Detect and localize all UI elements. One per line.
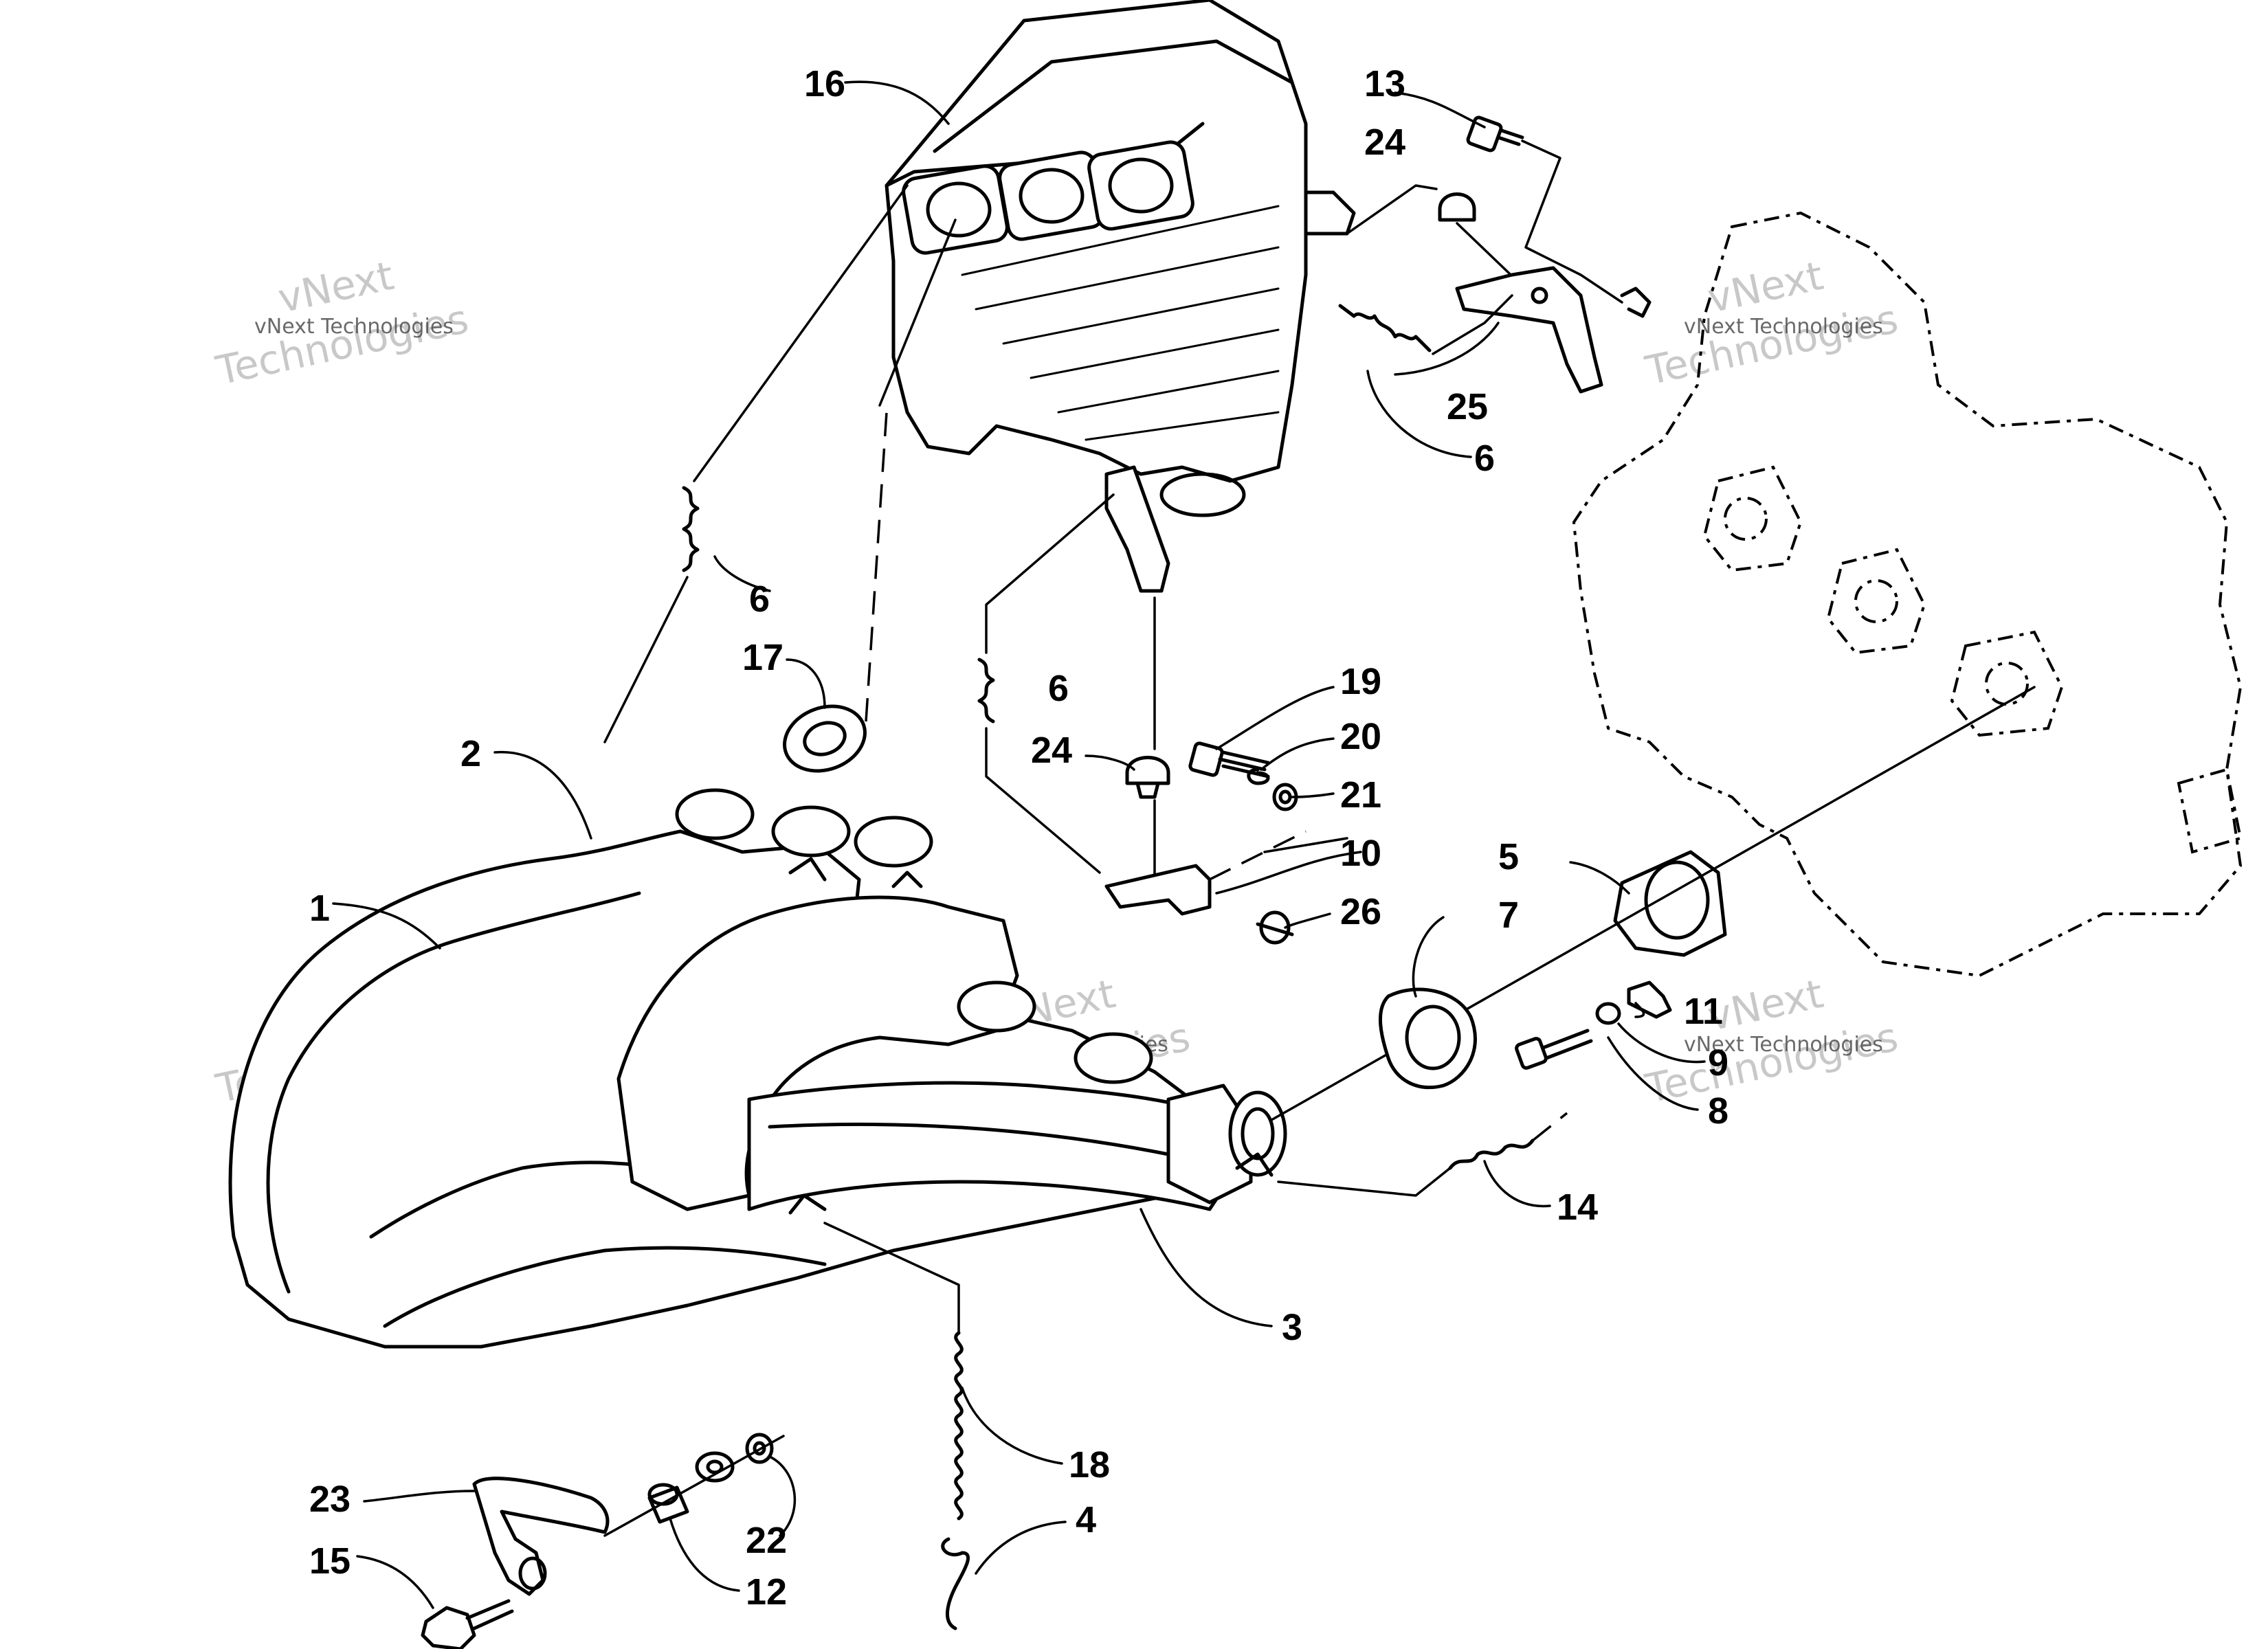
svg-text:Technologies: Technologies	[1641, 295, 1902, 394]
spring-6-right	[1338, 294, 1513, 355]
callout-leaders	[332, 80, 1706, 1609]
callout-22: 22	[746, 1520, 787, 1561]
grommet-24-center	[1125, 596, 1170, 881]
callout-6-right: 6	[1474, 438, 1495, 479]
callout-19: 19	[1340, 661, 1381, 702]
gasket-17	[783, 218, 957, 773]
callout-16: 16	[804, 63, 845, 104]
engine-block-outline	[1572, 211, 2243, 978]
callout-10: 10	[1340, 833, 1381, 874]
callout-12: 12	[746, 1571, 787, 1613]
callout-1: 1	[309, 888, 330, 929]
spring-6-center	[977, 493, 1115, 874]
silencer-mount-tab	[1104, 465, 1170, 593]
svg-text:vNext Technologies: vNext Technologies	[254, 315, 454, 339]
air-box-silencer	[885, 0, 1356, 517]
callout-3: 3	[1282, 1307, 1302, 1348]
callout-9: 9	[1708, 1042, 1728, 1084]
svg-text:Technologies: Technologies	[212, 295, 473, 394]
bracket-25	[1455, 266, 1652, 394]
callout-13: 13	[1364, 63, 1405, 104]
spring-6-left	[603, 184, 909, 743]
mount-bracket-23	[472, 1477, 610, 1596]
callout-17: 17	[742, 637, 783, 678]
callout-4: 4	[1076, 1499, 1096, 1540]
spring-14	[1277, 1112, 1568, 1197]
svg-text:vNext Technologies: vNext Technologies	[1684, 1033, 1883, 1057]
expansion-chamber	[228, 788, 1287, 1349]
spring-18	[823, 1222, 964, 1521]
bolt-8	[1515, 1029, 1593, 1070]
watermark-right-bottom: vNext Technologies vNext Technologies	[1641, 970, 1902, 1112]
callout-7: 7	[1498, 895, 1519, 936]
callout-18: 18	[1069, 1444, 1110, 1485]
callout-21: 21	[1340, 774, 1381, 816]
mount-assembly-axis	[603, 1435, 785, 1537]
bolt-13	[1466, 115, 1623, 304]
svg-text:Technologies: Technologies	[1641, 1013, 1902, 1112]
callout-25: 25	[1447, 386, 1488, 427]
callout-2: 2	[460, 733, 481, 774]
callout-24-right: 24	[1364, 122, 1405, 163]
callout-23: 23	[309, 1479, 351, 1520]
callout-6-left: 6	[749, 579, 770, 620]
bolt-26	[1256, 910, 1294, 945]
svg-text:vNext: vNext	[274, 252, 398, 322]
callout-labels: 1 2 3 4 5 6 6 6 7 8 9 10 11 12 13 14 15 …	[309, 63, 1728, 1613]
gasket-7	[1379, 987, 1477, 1090]
svg-text:vNext Technologies: vNext Technologies	[1684, 315, 1883, 339]
bracket-10	[1104, 830, 1348, 916]
watermark-left-top: vNext Technologies vNext Technologies	[212, 252, 473, 394]
callout-24-center: 24	[1031, 730, 1072, 771]
spring-hook-4	[941, 1537, 970, 1630]
callout-20: 20	[1340, 716, 1381, 757]
watermark-right-top: vNext Technologies vNext Technologies	[1641, 252, 1902, 394]
bolt-15	[421, 1599, 514, 1649]
svg-text:vNext: vNext	[1704, 252, 1827, 322]
spacer-12	[647, 1483, 689, 1524]
clip-11	[1627, 980, 1672, 1019]
callout-26: 26	[1340, 891, 1381, 932]
callout-15: 15	[309, 1540, 351, 1582]
callout-14: 14	[1557, 1187, 1598, 1228]
washer-9	[1595, 1002, 1621, 1025]
callout-8: 8	[1708, 1090, 1728, 1132]
callout-6-center: 6	[1048, 668, 1069, 709]
washer-22a	[695, 1451, 735, 1483]
callout-5: 5	[1498, 836, 1519, 877]
washer-20	[1247, 767, 1270, 785]
bolt-19	[1188, 741, 1270, 778]
callout-11: 11	[1684, 991, 1723, 1032]
nut-22b	[745, 1433, 774, 1464]
